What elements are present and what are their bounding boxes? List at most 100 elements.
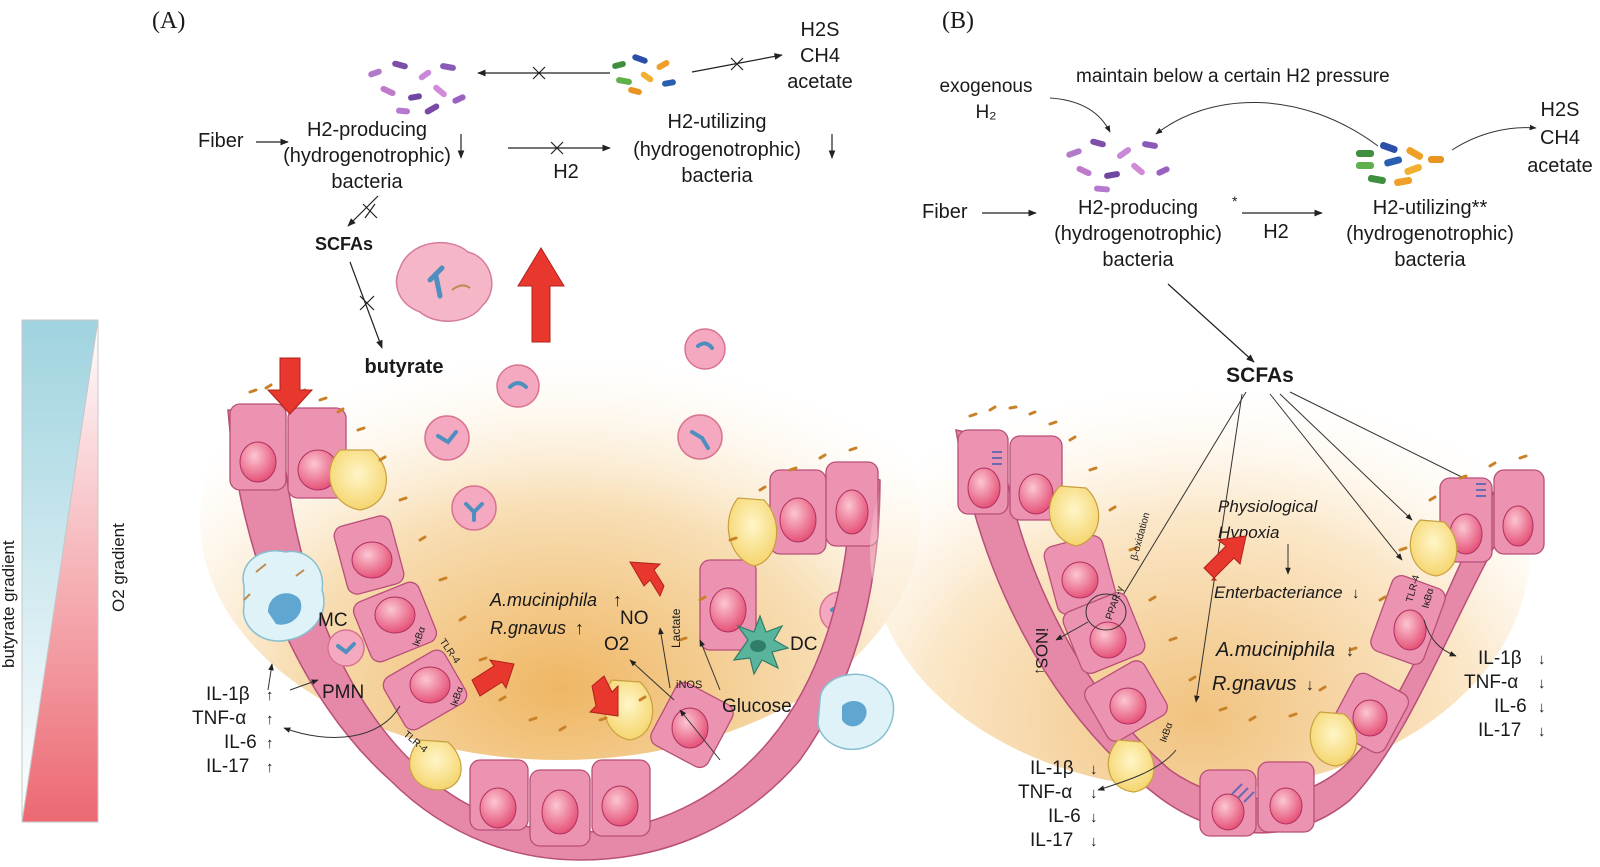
a-muciniphila-a: A.muciniphila: [489, 590, 597, 610]
macrophage-cell-a: [395, 241, 493, 322]
cytokine-a-2-up: ↑: [266, 711, 274, 728]
mc-label-a: MC: [318, 610, 348, 631]
arrow-to-products-b: [1451, 124, 1537, 151]
cytokine-b-left-2: TNF-α: [1018, 782, 1072, 803]
epithelium-b: [955, 405, 1545, 837]
cytokine-a-4-up: ↑: [266, 759, 274, 776]
scfa-arrow-4: [1279, 393, 1413, 521]
utilizing-line1-a: H2-utilizing: [668, 111, 767, 133]
cytokine-b-right-3-down: ↓: [1538, 699, 1546, 716]
cytokine-a-1: IL-1β: [206, 684, 250, 705]
red-arrow-diag-1-a: [471, 659, 515, 697]
cytokine-a-3-up: ↑: [266, 735, 274, 752]
utilizing-line3-a: bacteria: [681, 165, 753, 187]
block-mark-1: [532, 66, 546, 80]
o2-label-a: O2: [604, 634, 629, 655]
producing-asterisk-b: *: [1232, 193, 1238, 209]
cytokine-b-left-1: IL-1β: [1030, 758, 1074, 779]
panel-a-label: (A): [152, 8, 185, 34]
butyrate-label-a: butyrate: [365, 356, 444, 378]
inos-label-b: iNOS: [1032, 628, 1051, 669]
rg-down-b: ↓: [1306, 677, 1314, 694]
inos-label-a: iNOS: [676, 679, 702, 691]
pmn-label-a: PMN: [322, 682, 364, 703]
arrow-glucose-o2-a: [679, 709, 721, 761]
cytokine-list-a: IL-1β TNF-α IL-6 IL-17 ↑ ↑ ↑ ↑: [192, 684, 274, 777]
neutrophil-5: [451, 485, 497, 531]
hypoxia-label-b: Hypoxia: [1218, 523, 1279, 542]
macrophage-cell-a-2: [817, 673, 895, 751]
panel-a: (A): [152, 8, 920, 861]
fiber-label-b: Fiber: [922, 201, 968, 223]
block-mark-5: [359, 295, 375, 311]
dendritic-cell-a: [732, 614, 790, 676]
exogenous-h2-label: H₂: [975, 102, 996, 123]
product-h2s-b: H2S: [1541, 99, 1580, 121]
cytokine-b-left-3-down: ↓: [1090, 809, 1098, 826]
block-mark-2: [730, 57, 744, 71]
exogenous-label: exogenous: [940, 76, 1033, 97]
cytokine-b-left-3: IL-6: [1048, 806, 1081, 827]
cytokine-list-b-left: IL-1β TNF-α IL-6 IL-17 ↓ ↓ ↓ ↓: [1018, 758, 1098, 851]
panel-b-label: (B): [942, 8, 974, 34]
h2-utilizing-bacteria-cluster-b: [1356, 141, 1444, 187]
block-mark-3: [550, 141, 564, 155]
producing-line1-b: H2-producing: [1078, 197, 1198, 219]
arrow-to-pmn-a: [289, 679, 319, 691]
cytokine-b-right-2: TNF-α: [1464, 672, 1518, 693]
utilizing-line1-b: H2-utilizing**: [1373, 197, 1488, 219]
arrow-inos-no-a: [658, 627, 671, 689]
producing-line2-a: (hydrogenotrophic): [283, 145, 451, 167]
arrow-to-scfas-a: [347, 195, 379, 227]
arrow-o2-a: [629, 659, 675, 701]
cytokine-list-b-right: IL-1β TNF-α IL-6 IL-17 ↓ ↓ ↓ ↓: [1464, 648, 1546, 741]
enterbacteriance-down-b: ↓: [1352, 585, 1360, 602]
producing-line1-a: H2-producing: [307, 119, 427, 141]
arrow-to-scfas-b: [1167, 283, 1255, 363]
cytokine-b-left-1-down: ↓: [1090, 761, 1098, 778]
r-gnavus-b: R.gnavus: [1212, 673, 1297, 695]
dc-label-a: DC: [790, 634, 817, 655]
fiber-label-a: Fiber: [198, 130, 244, 152]
cytokine-a-1-up: ↑: [266, 687, 274, 704]
lumen-region-b: [870, 310, 1530, 790]
h2-utilizing-bacteria-cluster-a: [612, 54, 676, 96]
cytokine-b-left-2-down: ↓: [1090, 785, 1098, 802]
cytokine-a-3: IL-6: [224, 732, 257, 753]
producing-line3-a: bacteria: [331, 171, 403, 193]
utilizing-line2-a: (hydrogenotrophic): [633, 139, 801, 161]
utilizing-line2-b: (hydrogenotrophic): [1346, 223, 1514, 245]
cytokine-a-4: IL-17: [206, 756, 249, 777]
h2-label-a: H2: [553, 161, 579, 183]
red-arrow-diag-3-a: [629, 561, 665, 598]
product-acetate-b: acetate: [1527, 155, 1593, 177]
arrow-glucose-lactate-a: [699, 639, 721, 691]
arrow-cytokine-loop-a: [283, 705, 401, 738]
akk-down-b: ↓: [1346, 643, 1354, 660]
akk-up-arrow-a: ↑: [613, 590, 622, 610]
r-gnavus-a: R.gnavus: [490, 618, 566, 638]
a-muciniphila-b: A.muciniphila: [1215, 639, 1335, 661]
scfa-arrow-2: [1194, 393, 1243, 703]
arrow-exogenous-h2: [1049, 97, 1111, 133]
h2-producing-bacteria-cluster-a: [368, 60, 466, 115]
panel-b: (B) exogenous H₂ maintain below a certai…: [870, 8, 1593, 851]
o2-gradient-triangle: [21, 319, 99, 823]
glucose-label-a: Glucose: [722, 696, 792, 717]
o2-gradient-label: O2 gradient: [109, 523, 128, 612]
mast-cell-a: [242, 550, 325, 642]
pmn-cell-a: [327, 629, 365, 667]
cytokine-b-right-1: IL-1β: [1478, 648, 1522, 669]
scfa-arrow-3: [1269, 393, 1403, 561]
gradient-bar: butyrate gradient O2 gradient: [0, 319, 128, 823]
maintain-label: maintain below a certain H2 pressure: [1076, 66, 1390, 87]
inos-down-b: ↓: [1033, 668, 1049, 675]
producing-line3-b: bacteria: [1102, 249, 1174, 271]
h2-producing-bacteria-cluster-b: [1066, 138, 1170, 193]
neutrophil-2: [496, 364, 540, 408]
scfa-arrow-1: [1119, 391, 1247, 601]
physiological-label-b: Physiological: [1218, 497, 1318, 516]
arrow-cytokines-b-right: [1423, 619, 1457, 657]
product-ch4-b: CH4: [1540, 127, 1580, 149]
